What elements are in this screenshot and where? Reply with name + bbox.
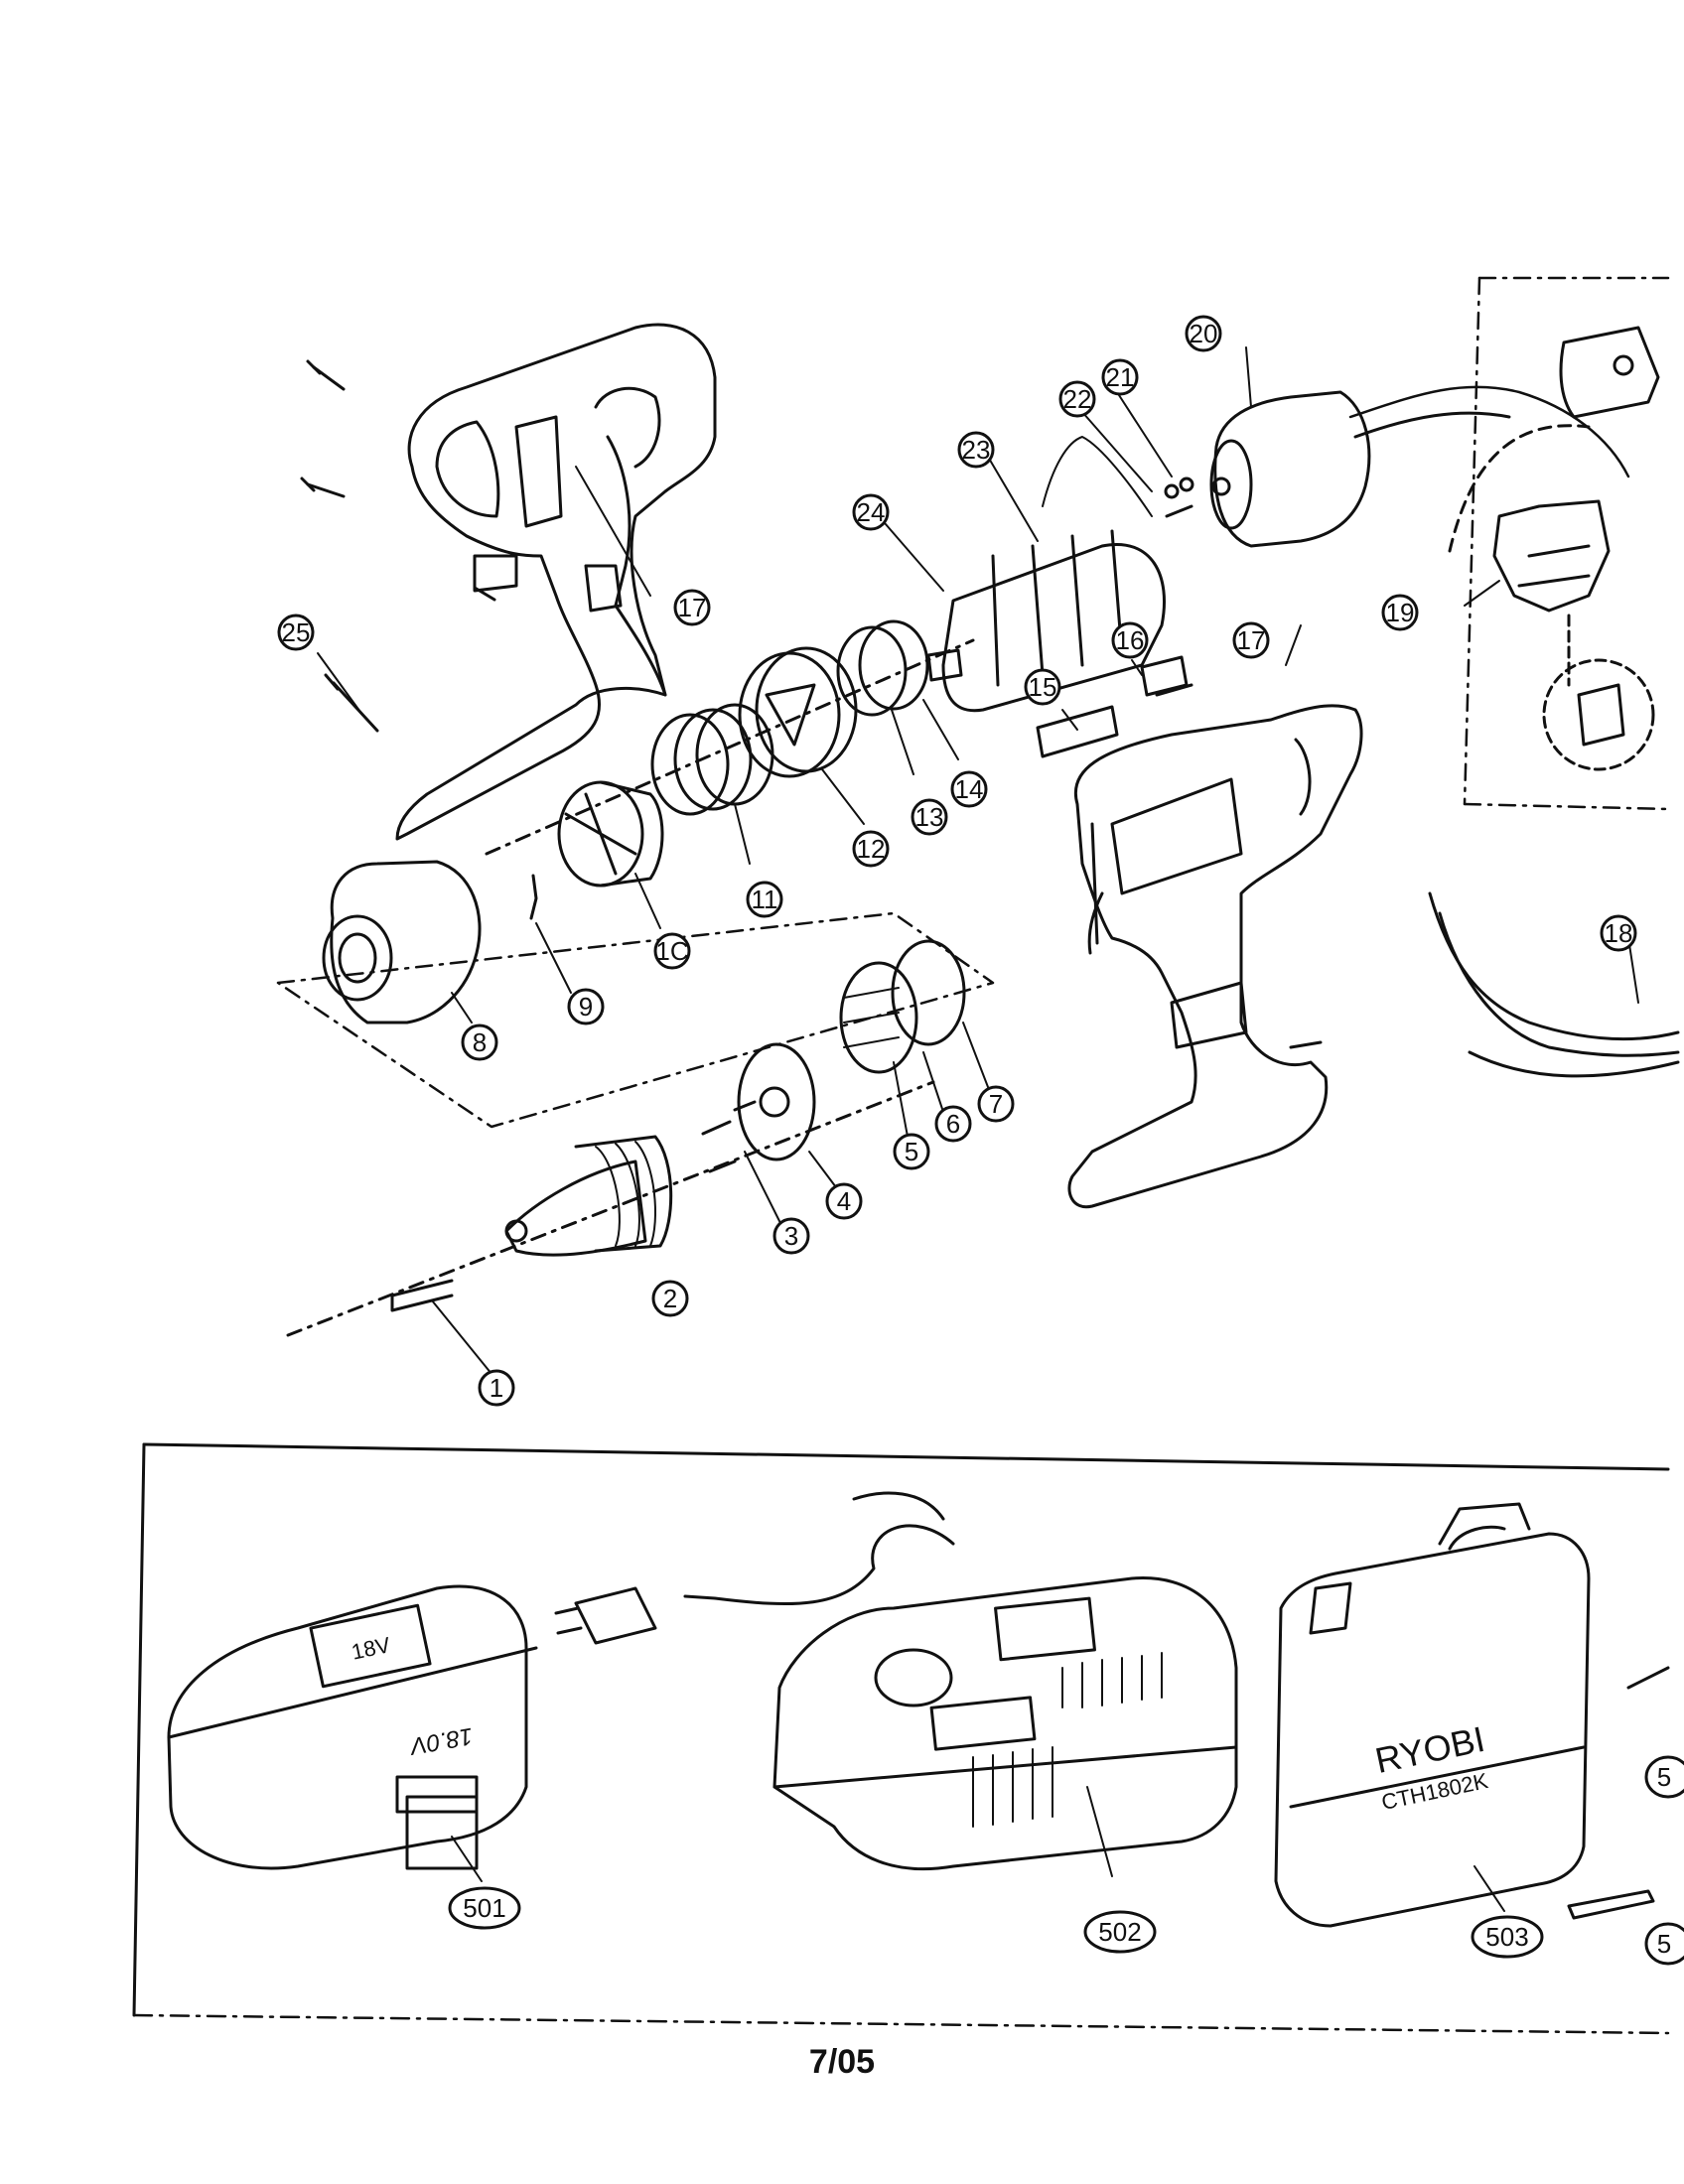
callout-503: 503 bbox=[1471, 1915, 1544, 1959]
callout-21: 21 bbox=[1101, 358, 1139, 396]
callout-18: 18 bbox=[1600, 914, 1637, 952]
callout-3: 3 bbox=[772, 1217, 810, 1255]
svg-text:3: 3 bbox=[784, 1221, 798, 1251]
svg-text:5: 5 bbox=[1657, 1762, 1671, 1792]
switch-assembly-box bbox=[1448, 276, 1670, 811]
battery-pack-drawing bbox=[167, 1584, 538, 1870]
callout-bit-upper: 5 bbox=[1644, 1755, 1684, 1799]
housing-left-half bbox=[395, 323, 717, 841]
callout-19: 19 bbox=[1381, 594, 1419, 631]
callout-8: 8 bbox=[461, 1024, 498, 1061]
svg-text:5: 5 bbox=[1657, 1929, 1671, 1959]
callout-2: 2 bbox=[651, 1280, 689, 1317]
callout-25: 25 bbox=[277, 614, 315, 651]
callout-20: 20 bbox=[1185, 315, 1222, 352]
small-parts-15-16 bbox=[1036, 655, 1193, 758]
callout-22: 22 bbox=[1058, 380, 1096, 418]
callout-5: 5 bbox=[893, 1133, 930, 1170]
svg-text:17: 17 bbox=[678, 593, 707, 622]
svg-text:16: 16 bbox=[1116, 625, 1145, 655]
callout-502: 502 bbox=[1083, 1910, 1157, 1954]
svg-text:25: 25 bbox=[282, 617, 311, 647]
svg-text:17: 17 bbox=[1237, 625, 1266, 655]
svg-text:12: 12 bbox=[857, 834, 886, 864]
svg-text:23: 23 bbox=[962, 435, 991, 465]
motor-gearbox-assembly bbox=[926, 385, 1630, 713]
svg-text:20: 20 bbox=[1190, 319, 1218, 348]
callout-16: 16 bbox=[1111, 621, 1149, 659]
svg-text:18: 18 bbox=[1605, 918, 1633, 948]
page-date-code: 7/05 bbox=[808, 2043, 876, 2081]
svg-text:502: 502 bbox=[1098, 1917, 1141, 1947]
svg-text:5: 5 bbox=[905, 1137, 918, 1166]
svg-text:21: 21 bbox=[1106, 362, 1135, 392]
callout-bit-lower: 5 bbox=[1644, 1922, 1684, 1966]
svg-text:501: 501 bbox=[463, 1893, 505, 1923]
svg-text:1C: 1C bbox=[655, 936, 688, 966]
housing-screws bbox=[300, 359, 496, 733]
charger-drawing bbox=[554, 1491, 1238, 1871]
callout-7: 7 bbox=[977, 1085, 1015, 1123]
callout-15: 15 bbox=[1024, 668, 1061, 706]
svg-text:13: 13 bbox=[915, 802, 944, 832]
callout-17-left: 17 bbox=[673, 589, 711, 626]
svg-text:6: 6 bbox=[946, 1109, 960, 1139]
front-assembly bbox=[276, 619, 995, 1337]
callout-501: 501 bbox=[448, 1886, 521, 1930]
callout-12: 12 bbox=[852, 830, 890, 868]
svg-text:9: 9 bbox=[579, 992, 593, 1022]
callout-24: 24 bbox=[852, 493, 890, 531]
svg-text:11: 11 bbox=[752, 885, 778, 914]
svg-text:2: 2 bbox=[663, 1284, 677, 1313]
callout-11: 11 bbox=[746, 881, 783, 918]
leader-lines bbox=[317, 346, 1639, 1912]
svg-text:14: 14 bbox=[955, 774, 984, 804]
svg-text:15: 15 bbox=[1029, 672, 1057, 702]
svg-text:4: 4 bbox=[837, 1186, 851, 1216]
battery-terminal-cable bbox=[1428, 891, 1680, 1078]
callout-23: 23 bbox=[957, 431, 995, 469]
callout-4: 4 bbox=[825, 1182, 863, 1220]
battery-side-label: 18.0V bbox=[407, 1722, 475, 1760]
svg-text:22: 22 bbox=[1063, 384, 1092, 414]
carrying-case-drawing bbox=[1274, 1502, 1591, 1928]
svg-text:1: 1 bbox=[490, 1373, 503, 1403]
callout-1: 1 bbox=[478, 1369, 515, 1407]
callout-9: 9 bbox=[567, 988, 605, 1025]
housing-right-half bbox=[1067, 704, 1363, 1209]
svg-text:503: 503 bbox=[1485, 1922, 1528, 1952]
callout-14: 14 bbox=[950, 770, 988, 808]
driver-bits-drawing bbox=[1567, 1666, 1670, 1920]
accessory-frame bbox=[132, 1442, 1670, 2035]
callout-13: 13 bbox=[911, 798, 948, 836]
callout-10: 1C bbox=[653, 932, 691, 970]
svg-text:7: 7 bbox=[989, 1089, 1003, 1119]
callout-6: 6 bbox=[934, 1105, 972, 1143]
svg-text:19: 19 bbox=[1386, 598, 1415, 627]
svg-text:24: 24 bbox=[857, 497, 886, 527]
svg-text:8: 8 bbox=[473, 1027, 487, 1057]
callout-17-right: 17 bbox=[1232, 621, 1270, 659]
battery-top-label: 18V bbox=[350, 1632, 393, 1665]
